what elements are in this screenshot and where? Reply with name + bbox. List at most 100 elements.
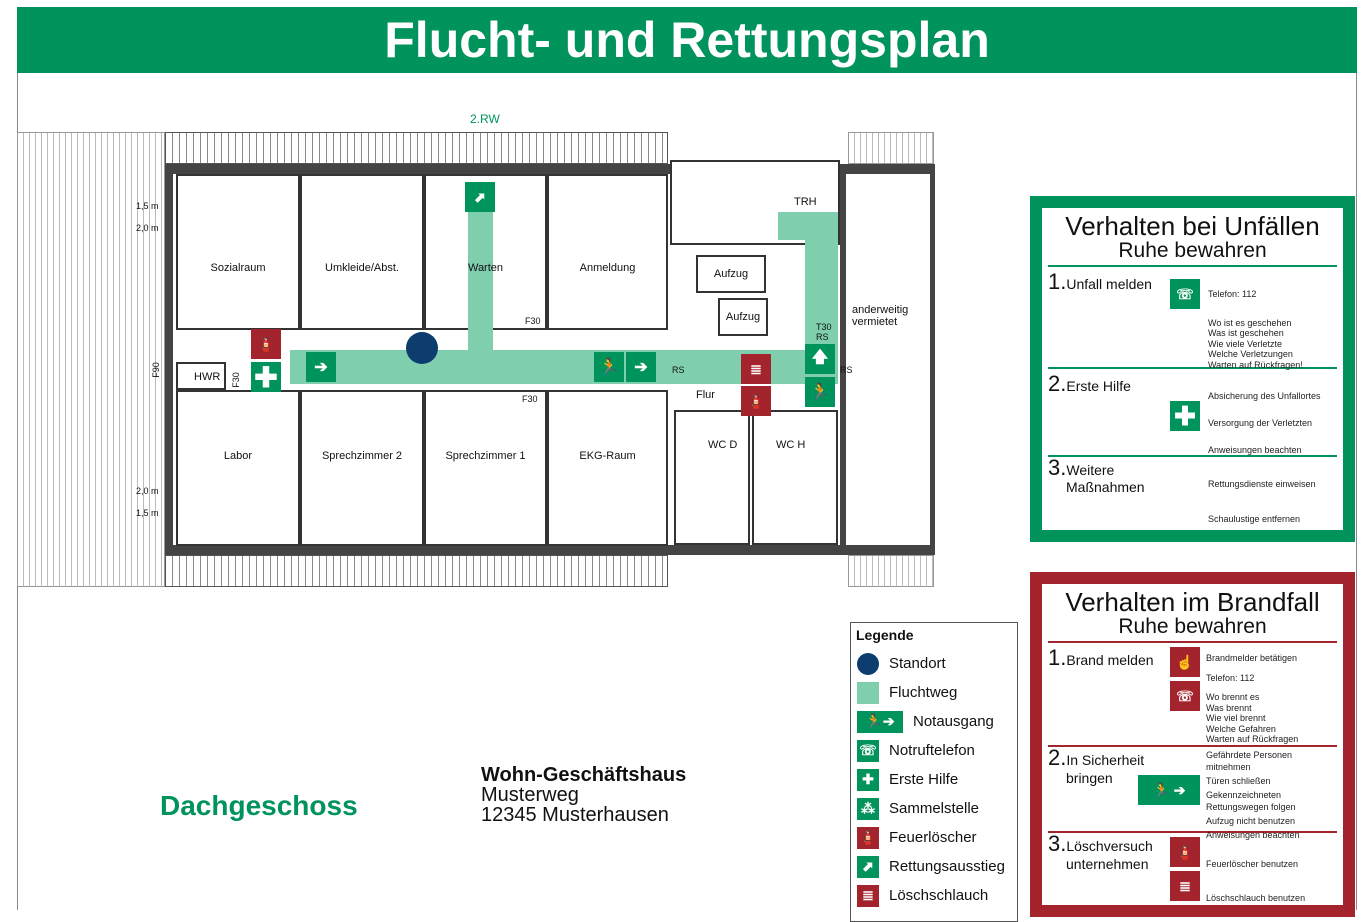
room-labor: Labor [176, 390, 300, 546]
emergency-exit-icon: 🏃➔ [857, 710, 903, 733]
legend-label: Notruftelefon [889, 742, 975, 759]
dim: 2,0 m [136, 486, 159, 496]
fire-extinguisher-icon: 🧯 [251, 329, 281, 359]
standort-marker [406, 332, 438, 364]
emergency-phone-icon: ☏ [857, 739, 879, 762]
step-label: Löschversuch [1066, 838, 1153, 854]
street: Musterweg [481, 784, 579, 806]
legend-item: Standort [851, 649, 1017, 678]
room-label: Aufzug [725, 311, 761, 323]
step-label: Maßnahmen [1066, 479, 1145, 495]
legend-title: Legende [856, 627, 914, 643]
fire-extinguisher-icon: 🧯 [741, 386, 771, 416]
step-label: Weitere [1066, 462, 1115, 478]
legend-label: Erste Hilfe [889, 771, 959, 788]
room-label: Aufzug [713, 268, 749, 280]
legend-label: Rettungsausstieg [889, 858, 1005, 875]
standort-dot [857, 652, 879, 675]
room-label: Sozialraum [210, 262, 266, 274]
legend-item: 🏃➔ Notausgang [851, 707, 1017, 736]
panel-subtitle: Ruhe bewahren [1118, 239, 1267, 262]
room-label: Sprechzimmer 2 [321, 450, 403, 462]
legend-label: Löschschlauch [889, 887, 989, 904]
page-title: Flucht- und Rettungsplan [17, 7, 1357, 73]
step-label: Brand melden [1066, 652, 1154, 668]
address: Wohn-Geschäftshaus Musterweg 12345 Muste… [481, 765, 686, 825]
roof-bottom [165, 555, 668, 587]
room-hwr: HWR [176, 362, 226, 390]
building-name: Wohn-Geschäftshaus [481, 764, 687, 786]
room-label: WC D [708, 439, 738, 451]
legend-label: Notausgang [913, 713, 994, 730]
room-ekg: EKG-Raum [547, 390, 668, 546]
step-number: 3. [1048, 831, 1067, 856]
label-flur: Flur [696, 389, 715, 401]
room-label: Umkleide/Abst. [325, 262, 399, 274]
roof-right-bottom [848, 555, 934, 587]
legend-label: Sammelstelle [889, 800, 980, 817]
step-label: bringen [1066, 770, 1113, 786]
panel-brandfall: Verhalten im Brandfall Ruhe bewahren 1.B… [1030, 572, 1355, 917]
step-number: 1. [1048, 645, 1067, 670]
legend-item: Fluchtweg [851, 678, 1017, 707]
fire-hose-icon: ≣ [857, 884, 879, 907]
fire-hose-icon: ≣ [1170, 871, 1200, 901]
step-number: 2. [1048, 745, 1067, 770]
room-wch: WC H [752, 410, 838, 545]
step-number: 1. [1048, 269, 1067, 294]
mark-f90: F90 [150, 362, 161, 378]
room-sprech2: Sprechzimmer 2 [300, 390, 424, 546]
rescue-exit-icon: ⬈ [857, 855, 879, 878]
arrow-right-icon: ➔ [306, 352, 336, 382]
step-number: 3. [1048, 455, 1067, 480]
room-label: Warten [467, 262, 504, 274]
legend-label: Standort [889, 655, 946, 672]
rescue-exit-icon: ⬈ [465, 182, 495, 212]
assembly-point-icon: ⁂ [857, 797, 879, 820]
panel-unfaelle: Verhalten bei Unfällen Ruhe bewahren 1.U… [1030, 196, 1355, 542]
panel-subtitle: Ruhe bewahren [1118, 615, 1267, 638]
mark-rs: RS [672, 365, 685, 375]
step-label: Erste Hilfe [1066, 378, 1131, 394]
dim: 2,0 m [136, 223, 159, 233]
legend-item: ≣ Löschschlauch [851, 881, 1017, 910]
arrow-right-icon: ➔ [626, 352, 656, 382]
legend-item: ✚Erste Hilfe [851, 765, 1017, 794]
room-anmeldung: Anmeldung [547, 174, 668, 330]
route-swatch [857, 681, 879, 704]
elevator-2: Aufzug [718, 298, 768, 336]
mark-t30: T30 [816, 322, 832, 332]
first-aid-icon: ✚ [251, 362, 281, 393]
city: 12345 Musterhausen [481, 804, 669, 826]
mark-f30: F30 [525, 316, 541, 326]
room-label: Labor [223, 450, 253, 462]
fire-alarm-icon: ☝ [1170, 647, 1200, 677]
emergency-exit-icon: 🏃 ➔ [1138, 775, 1200, 805]
legend-item: ⁂ Sammelstelle [851, 794, 1017, 823]
label-trh: TRH [794, 196, 817, 208]
roof-right [848, 132, 934, 164]
arrow-up-icon: 🡅 [805, 344, 835, 374]
room-label: WC H [776, 439, 806, 451]
room-umkleide: Umkleide/Abst. [300, 174, 424, 330]
roof-top [165, 132, 668, 164]
dim: 1,5 m [136, 508, 159, 518]
mark-f30: F30 [230, 372, 241, 388]
room-label: HWR [194, 371, 221, 383]
room-label: Anmeldung [579, 262, 636, 274]
emergency-phone-icon: ☏ [1170, 279, 1200, 309]
legend-item: 🧯Feuerlöscher [851, 823, 1017, 852]
dim: 1,5 m [136, 201, 159, 211]
step-label: unternehmen [1066, 856, 1149, 872]
mark-rs: RS [816, 332, 829, 342]
room-label: EKG-Raum [579, 450, 636, 462]
escape-route [468, 212, 493, 352]
legend-label: Feuerlöscher [889, 829, 977, 846]
panel-title: Verhalten im Brandfall [1065, 587, 1320, 617]
